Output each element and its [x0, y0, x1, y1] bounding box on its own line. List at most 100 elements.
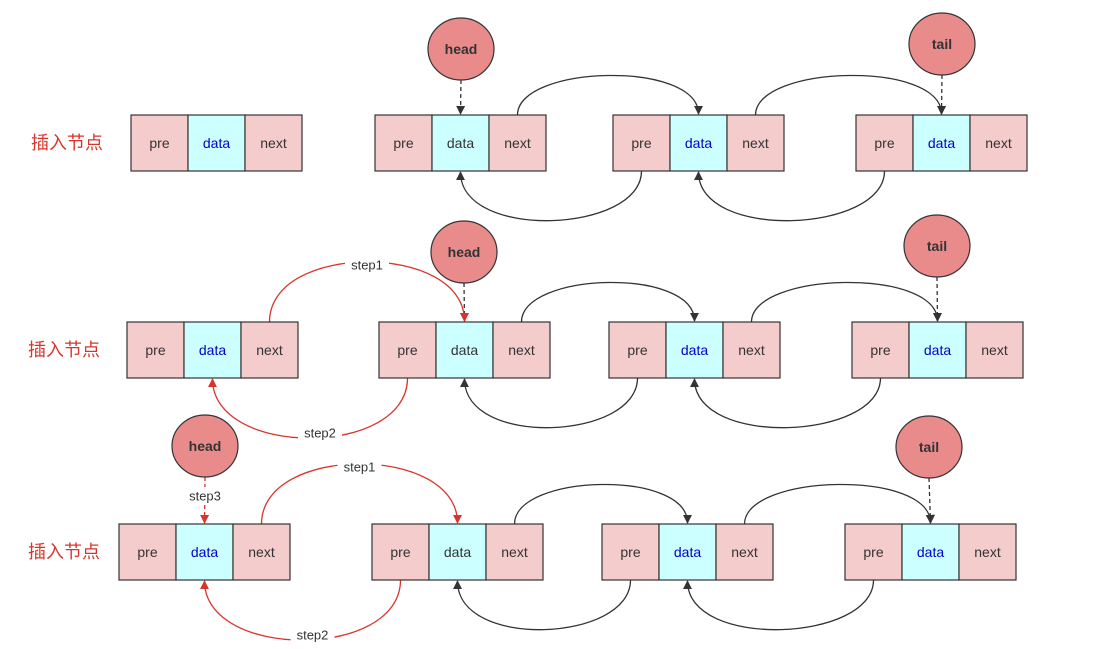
pre-label: pre	[397, 342, 417, 358]
tail-pointer: tail	[895, 415, 963, 479]
node-pre-cell	[612, 114, 671, 172]
pre-link-arrow	[452, 579, 632, 631]
data-label: data	[681, 342, 708, 358]
node-next-cell	[715, 523, 774, 581]
new-node: pre data next	[130, 114, 303, 172]
next-link-arrow	[516, 74, 704, 116]
next-label: next	[248, 544, 275, 560]
tail-pointer-circle	[903, 214, 971, 278]
node-next-cell	[965, 321, 1024, 379]
node-next-cell	[244, 114, 303, 172]
next-label: next	[508, 342, 535, 358]
node-next-cell	[492, 321, 551, 379]
pre-label: pre	[145, 342, 165, 358]
node-data-cell	[183, 321, 242, 379]
step1-label-bg	[337, 458, 382, 476]
node-data-cell	[435, 321, 494, 379]
node-pre-cell	[126, 321, 185, 379]
next-link-arrow	[754, 74, 947, 116]
tail-pointer: tail	[903, 214, 971, 278]
step2-label: step2	[297, 628, 329, 643]
node-data-cell	[669, 114, 728, 172]
node-next-cell	[722, 321, 781, 379]
head-pointer: head	[427, 17, 495, 81]
node-data-cell	[175, 523, 234, 581]
next-label: next	[260, 135, 287, 151]
next-label: next	[504, 135, 531, 151]
data-label: data	[917, 544, 944, 560]
tail-pointer-label: tail	[919, 439, 939, 455]
head-pointer-arrow	[456, 79, 466, 115]
node-next-cell	[232, 523, 291, 581]
node-next-cell	[969, 114, 1028, 172]
data-label: data	[191, 544, 218, 560]
list-node: pre data next	[371, 523, 544, 581]
pre-link-arrow	[693, 170, 886, 222]
next-label: next	[256, 342, 283, 358]
links-layer	[199, 74, 947, 641]
step2-label: step2	[304, 426, 336, 441]
tail-pointer-circle	[895, 415, 963, 479]
next-label: next	[974, 544, 1001, 560]
head-pointer: head	[430, 220, 498, 284]
step1-label-bg	[345, 256, 389, 274]
node-pre-cell	[851, 321, 910, 379]
head-pointer-label: head	[189, 438, 222, 454]
node-pre-cell	[371, 523, 430, 581]
pre-label: pre	[137, 544, 157, 560]
head-pointer-circle	[171, 414, 239, 478]
pre-link-arrow	[682, 579, 875, 631]
node-pre-cell	[378, 321, 437, 379]
node-pre-cell	[844, 523, 903, 581]
data-label: data	[928, 135, 955, 151]
node-data-cell	[908, 321, 967, 379]
data-label: data	[685, 135, 712, 151]
data-label: data	[924, 342, 951, 358]
tail-pointer: tail	[908, 12, 976, 76]
pre-label: pre	[631, 135, 651, 151]
step3-label-bg	[183, 487, 227, 505]
node-next-cell	[488, 114, 547, 172]
data-label: data	[674, 544, 701, 560]
step1-label: step1	[344, 460, 376, 475]
node-pre-cell	[855, 114, 914, 172]
tail-pointer-arrow	[925, 477, 935, 524]
tail-pointer-arrow	[937, 74, 947, 115]
pre-label: pre	[863, 544, 883, 560]
next-label: next	[985, 135, 1012, 151]
pre-label: pre	[870, 342, 890, 358]
data-label: data	[444, 544, 471, 560]
step2-label-bg	[290, 626, 335, 644]
list-node: pre data next	[844, 523, 1017, 581]
data-label: data	[451, 342, 478, 358]
list-node: pre data next	[374, 114, 547, 172]
step2-label-bg	[298, 424, 342, 442]
row-label: 插入节点	[31, 133, 103, 153]
next-link-arrow	[513, 483, 693, 525]
pre-label: pre	[393, 135, 413, 151]
node-data-cell	[187, 114, 246, 172]
data-label: data	[199, 342, 226, 358]
pre-link-arrow	[455, 170, 643, 222]
tail-pointer-arrow	[932, 276, 942, 322]
node-next-cell	[240, 321, 299, 379]
pre-label: pre	[149, 135, 169, 151]
next-label: next	[501, 544, 528, 560]
node-next-cell	[958, 523, 1017, 581]
step1-label: step1	[351, 258, 383, 273]
head-pointer-label: head	[445, 41, 478, 57]
pre-label: pre	[390, 544, 410, 560]
new-node: pre data next	[118, 523, 291, 581]
node-pre-cell	[601, 523, 660, 581]
head-pointer-label: head	[448, 244, 481, 260]
data-label: data	[447, 135, 474, 151]
data-label: data	[203, 135, 230, 151]
node-data-cell	[658, 523, 717, 581]
tail-pointer-label: tail	[927, 238, 947, 254]
row-label: 插入节点	[28, 542, 100, 562]
